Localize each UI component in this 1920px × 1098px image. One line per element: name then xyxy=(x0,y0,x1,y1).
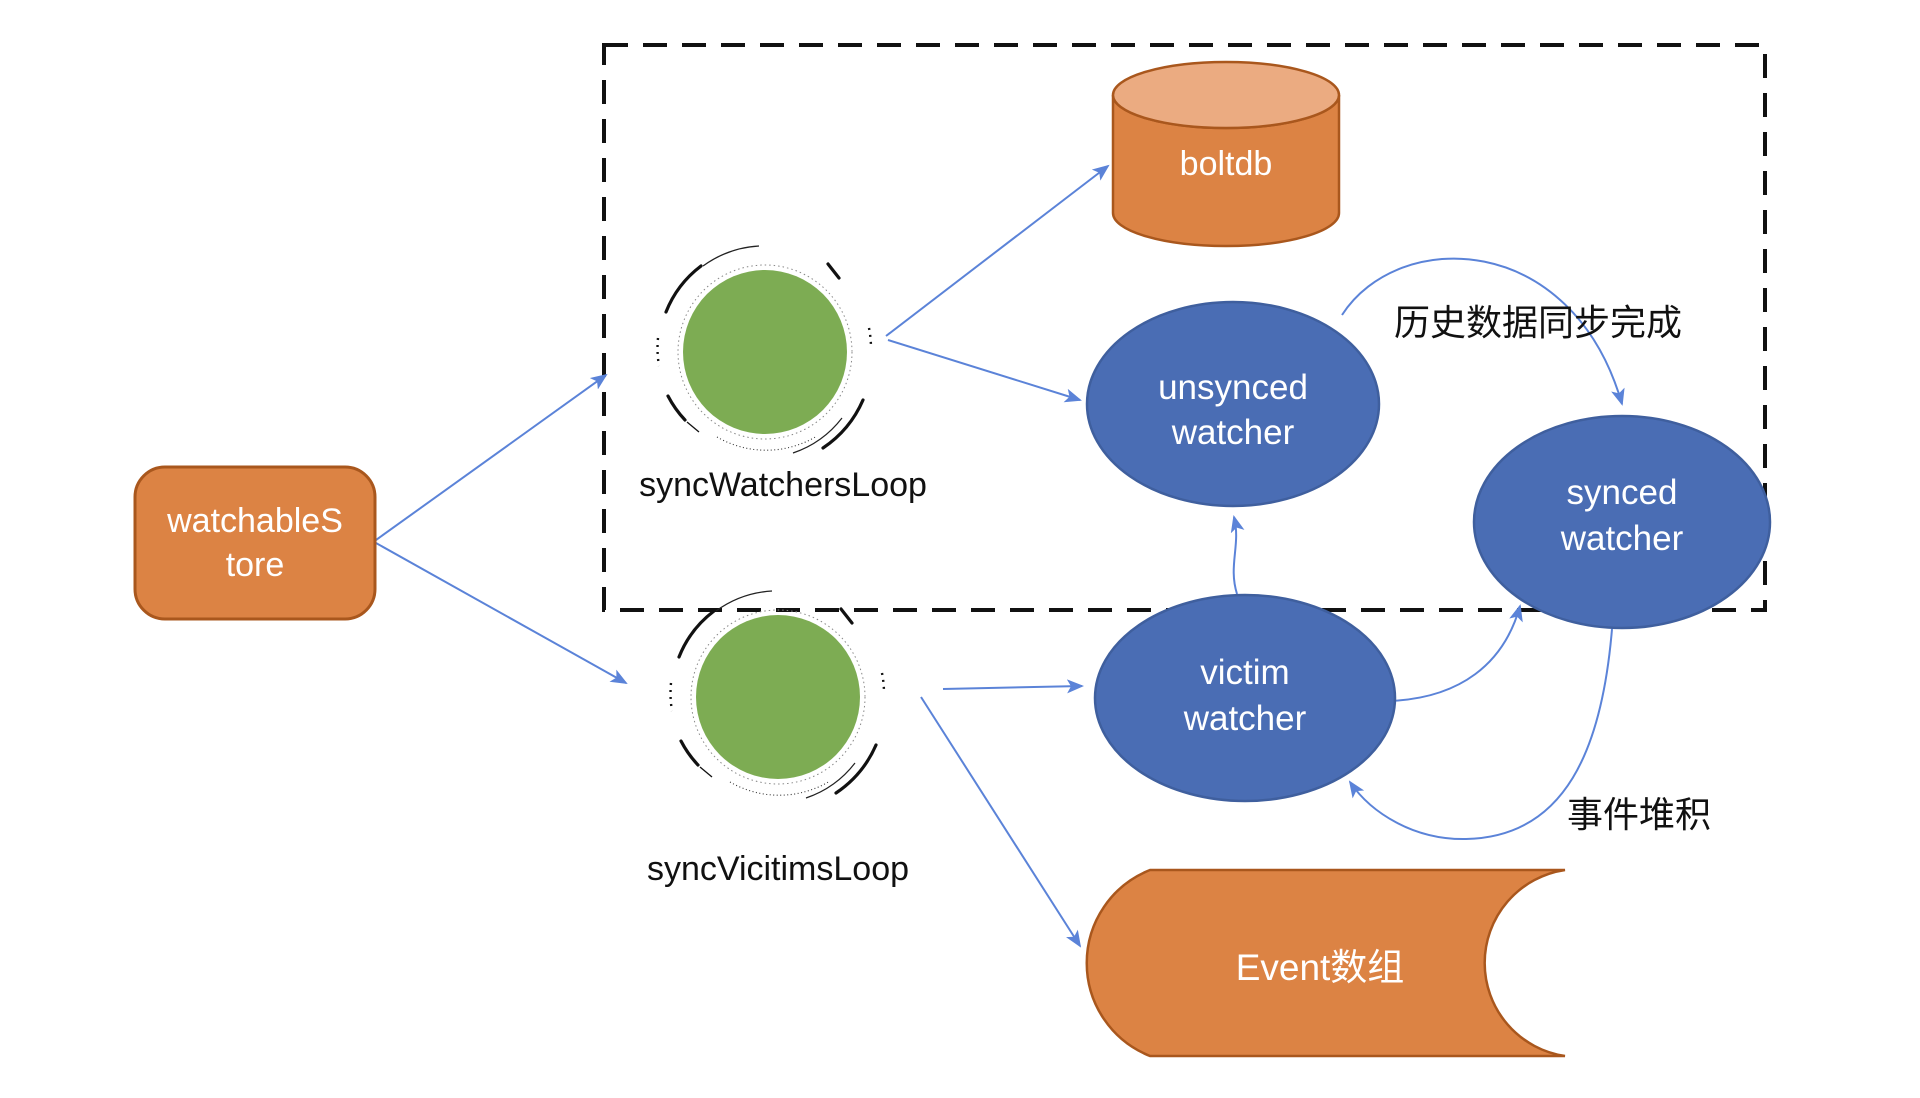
arrow-vicitimsloop-to-eventarray xyxy=(920,696,1082,948)
arrow-watchersloop-to-unsynced xyxy=(887,339,1082,403)
edges xyxy=(375,164,1625,948)
boltdb-cylinder xyxy=(1111,60,1341,248)
event-array-shape xyxy=(1085,868,1566,1058)
arrow-victim-to-synced xyxy=(1389,604,1523,702)
arrow-victim-to-unsynced xyxy=(1230,515,1245,595)
arrow-watchersloop-to-boltdb xyxy=(885,164,1110,337)
sync-vicitims-loop-icon xyxy=(668,589,886,800)
synced-watcher-shape xyxy=(1472,414,1772,630)
arrow-store-to-watchersloop xyxy=(375,373,608,541)
unsynced-watcher-shape xyxy=(1085,300,1381,508)
victim-watcher-shape xyxy=(1093,593,1397,803)
arrow-store-to-vicitimsloop xyxy=(375,542,628,684)
sync-watchers-loop-icon xyxy=(655,244,873,455)
arrow-synced-to-victim xyxy=(1348,628,1613,841)
boltdb-cylinder-top xyxy=(1111,60,1341,130)
arrow-vicitimsloop-to-victim xyxy=(942,679,1084,694)
arrow-unsynced-to-synced xyxy=(1341,257,1625,406)
watchable-store-shape xyxy=(133,465,377,621)
